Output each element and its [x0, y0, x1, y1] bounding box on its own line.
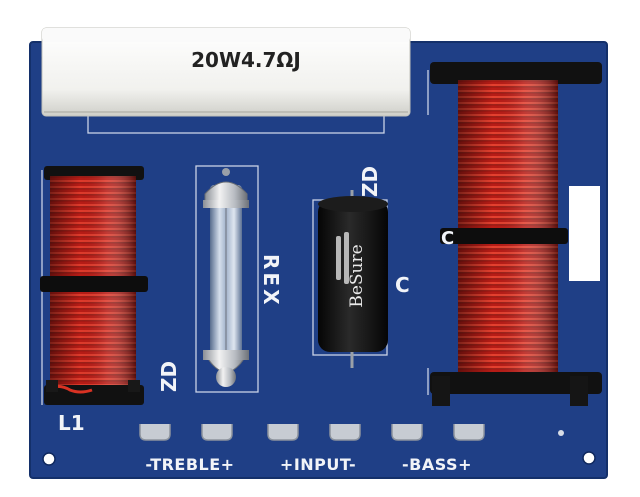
label-rex: REX — [259, 254, 283, 307]
label-zd-cap: ZD — [358, 166, 382, 197]
resistor-marking: 20W4.7ΩJ — [191, 48, 301, 72]
glass-fuse — [203, 168, 249, 387]
label-cap-c: C — [395, 273, 410, 297]
label-coil-c: C — [441, 228, 454, 249]
white-patch — [569, 186, 600, 281]
capacitor-fine-print — [336, 232, 349, 284]
mounting-hole-bottom-right — [582, 451, 596, 465]
inductor-large — [430, 62, 602, 406]
mounting-hole-bottom-left — [42, 452, 56, 466]
inductor-l1 — [40, 166, 148, 405]
terminal-label-bass: -BASS+ — [402, 455, 472, 474]
capacitor-brand: BeSure — [347, 244, 367, 307]
via-hole — [558, 430, 564, 436]
terminal-label-input: +INPUT- — [280, 455, 356, 474]
label-zd-left: ZD — [157, 361, 181, 392]
film-capacitor: BeSure — [318, 190, 388, 368]
terminal-label-treble: -TREBLE+ — [145, 455, 234, 474]
label-l1: L1 — [58, 411, 85, 435]
solder-terminals — [139, 424, 485, 441]
cement-resistor: 20W4.7ΩJ — [41, 27, 411, 117]
